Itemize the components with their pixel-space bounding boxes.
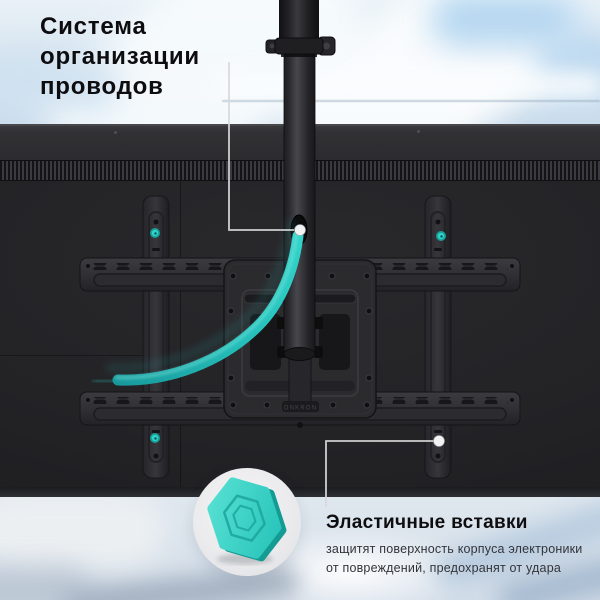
description-line: от повреждений, предохранят от удара xyxy=(326,560,562,575)
tv-bottom-edge xyxy=(0,487,600,497)
brand-chip xyxy=(282,401,319,412)
bg-glass-edge xyxy=(222,100,600,102)
elastic-inserts-description: защитят поверхность корпуса электроники … xyxy=(326,540,582,577)
teal-thumbscrew xyxy=(150,228,160,238)
tv-panel-seam xyxy=(0,355,146,356)
vesa-rail-left xyxy=(142,195,170,479)
brand-logo: ONKRON xyxy=(284,406,318,412)
pole-clamp xyxy=(265,36,336,56)
tv-screw-dot xyxy=(417,130,420,133)
teal-thumbscrew xyxy=(150,433,160,443)
teal-thumbscrew xyxy=(436,231,446,241)
callout-dot xyxy=(433,435,445,447)
bg-streak xyxy=(0,567,90,600)
callout-elastic-inserts xyxy=(325,435,445,507)
cable-management-title: Система организации проводов xyxy=(40,12,200,102)
callout-cable-management xyxy=(228,62,306,236)
elastic-inserts-heading: Эластичные вставки xyxy=(326,512,528,533)
power-cable xyxy=(91,219,304,387)
elastic-insert-badge xyxy=(193,468,301,576)
title-line: организации xyxy=(40,43,200,70)
elastic-insert-hexagon-icon xyxy=(207,477,287,565)
bg-streak xyxy=(215,72,600,98)
bg-streak xyxy=(0,52,120,112)
title-line: проводов xyxy=(40,73,164,100)
title-line: Система xyxy=(40,13,147,40)
description-line: защитят поверхность корпуса электроники xyxy=(326,542,583,556)
tv-screw-dot xyxy=(114,131,117,134)
plate-screws xyxy=(227,272,373,409)
bg-streak xyxy=(0,497,165,567)
callout-dot xyxy=(294,224,306,236)
tv-panel-seam xyxy=(180,182,181,487)
